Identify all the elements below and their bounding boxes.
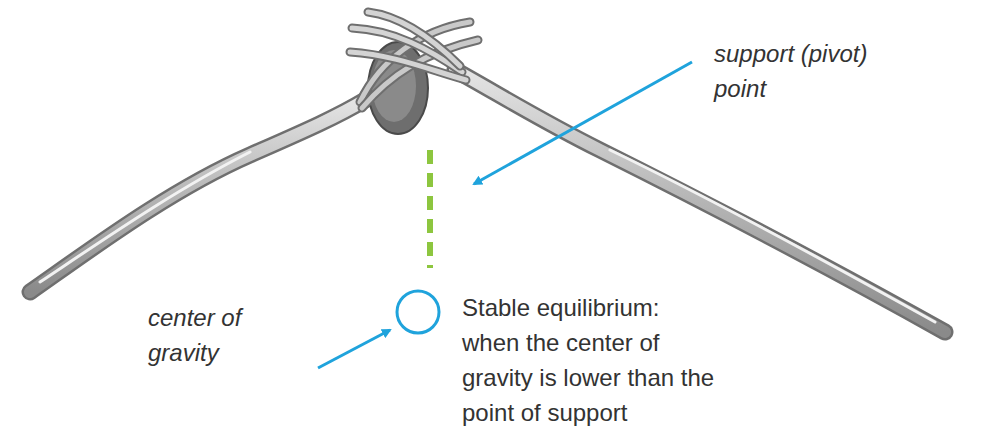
gravity-label: center of gravity — [148, 300, 273, 370]
equilibrium-note: Stable equilibrium: when the center of g… — [462, 290, 722, 430]
pivot-label: support (pivot) point — [714, 36, 904, 106]
leader-arrow — [474, 62, 692, 184]
right-fork — [455, 70, 945, 332]
leader-arrow — [318, 330, 390, 368]
gravity-center-circle — [397, 291, 439, 333]
left-fork — [30, 100, 365, 292]
fork-tines — [350, 12, 478, 108]
plumb-line — [427, 150, 433, 268]
